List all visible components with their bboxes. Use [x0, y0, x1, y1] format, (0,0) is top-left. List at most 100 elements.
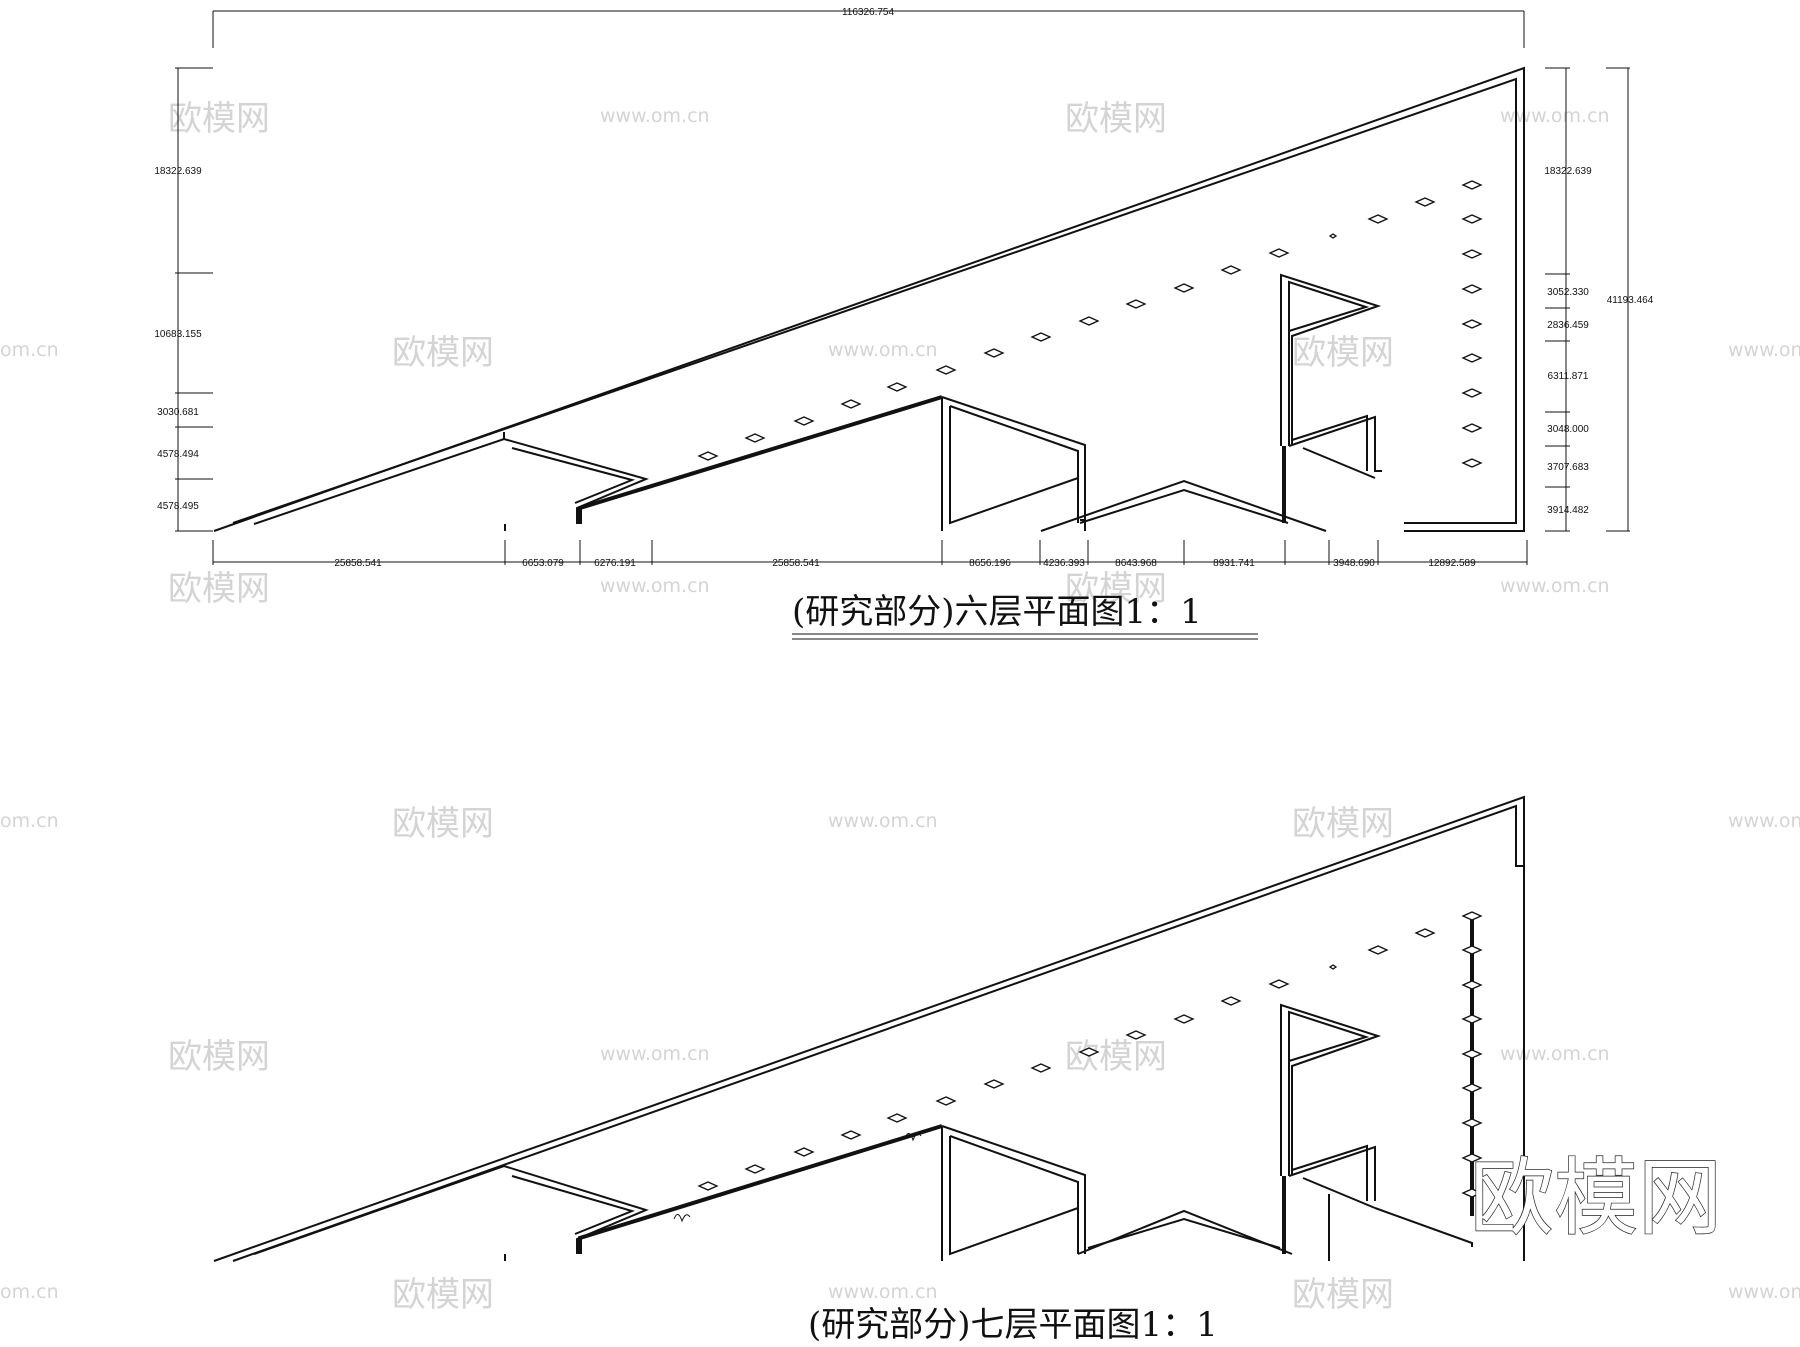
overall-width-label: 116326.754: [842, 7, 895, 18]
column-marker: [886, 382, 908, 392]
overall-width-dimension: 116326.754: [212, 7, 1525, 48]
column-marker: [1220, 996, 1242, 1006]
watermark-brand: 欧模网: [392, 804, 494, 844]
watermark-url: www.om.cn: [1728, 810, 1800, 832]
dimension-label: 8643.968: [1115, 558, 1157, 569]
column-marker: [1461, 1188, 1483, 1198]
watermark-brand: 欧模网: [168, 569, 270, 609]
column-marker: [1461, 458, 1483, 468]
corridor-heavy-wall: [578, 395, 943, 524]
column-marker: [935, 1096, 957, 1106]
column-marker: [1268, 979, 1290, 989]
dimension-label: 6311.871: [1548, 371, 1589, 382]
column-grid: [697, 180, 1483, 468]
room-lower-triangle: [1077, 1209, 1293, 1255]
column-marker: [1461, 945, 1483, 955]
dimension-label: 10683.155: [154, 329, 202, 340]
watermark-url: www.om.cn: [1728, 339, 1800, 361]
building-outline: [213, 66, 1525, 532]
building-outline: [213, 795, 1525, 1262]
door-swing: [904, 1133, 922, 1142]
dimension-label: 18322.639: [154, 166, 202, 177]
room-middle: [941, 396, 1086, 531]
column-marker: [1125, 1030, 1147, 1040]
watermark-brand: 欧模网: [168, 1037, 270, 1077]
watermark-brand: 欧模网: [1292, 804, 1394, 844]
column-marker: [1125, 299, 1147, 309]
dimension-label: 4578.495: [157, 501, 199, 512]
watermark-brand: 欧模网: [1292, 333, 1394, 373]
column-marker: [1367, 945, 1389, 955]
watermark-url: www.om.cn: [828, 1281, 938, 1303]
column-marker: [1328, 964, 1338, 970]
dimension-label: 3707.683: [1547, 462, 1589, 473]
watermark-brand: 欧模网: [1065, 99, 1167, 139]
column-marker: [744, 1164, 766, 1174]
column-marker: [1328, 233, 1338, 239]
dimension-label: 25858.541: [334, 558, 382, 569]
watermark-url: www.om.cn: [1500, 575, 1610, 597]
watermark-brand: 欧模网: [392, 1275, 494, 1315]
column-marker: [1414, 197, 1436, 207]
column-marker: [697, 1181, 719, 1191]
column-marker: [1461, 1014, 1483, 1024]
column-marker: [1078, 316, 1100, 326]
column-marker: [1173, 283, 1195, 293]
column-marker: [1461, 249, 1483, 259]
column-marker: [1268, 248, 1290, 258]
column-marker: [1461, 1153, 1483, 1163]
column-marker: [983, 348, 1005, 358]
dimension-label: 6276.191: [594, 558, 636, 569]
watermark-layer: 欧模网 www.om.cn 欧模网 www.om.cn om.cn 欧模网 ww…: [0, 99, 1800, 1315]
watermark-url: www.om.cn: [1500, 105, 1610, 127]
room-lower-triangle: [1040, 479, 1327, 532]
watermark-brand: 欧模网: [1065, 569, 1167, 609]
column-marker: [744, 433, 766, 443]
column-marker: [1030, 332, 1052, 342]
column-marker: [1461, 423, 1483, 433]
column-marker: [1461, 911, 1483, 921]
dimension-label: 4236.393: [1043, 558, 1085, 569]
dimension-label: 6653.079: [522, 558, 564, 569]
watermark-url: om.cn: [0, 1281, 59, 1303]
column-marker: [886, 1113, 908, 1123]
column-marker: [793, 1147, 815, 1157]
column-marker: [1078, 1047, 1100, 1057]
column-line-vertical: [1461, 911, 1483, 1216]
column-marker: [1414, 928, 1436, 938]
seventh-floor-plan: (研究部分)七层平面图1：1: [213, 795, 1525, 1345]
seventh-floor-title: (研究部分)七层平面图1：1: [808, 1305, 1218, 1345]
column-grid: [697, 928, 1436, 1191]
dimension-label: 3948.690: [1333, 558, 1375, 569]
column-marker: [1461, 214, 1483, 224]
column-marker: [1461, 284, 1483, 294]
dimension-label: 12892.589: [1428, 558, 1476, 569]
column-marker: [1173, 1014, 1195, 1024]
column-marker: [840, 399, 862, 409]
column-marker: [1461, 1049, 1483, 1059]
dimension-label: 3914.482: [1547, 505, 1589, 516]
watermark-url: www.om.cn: [600, 575, 710, 597]
watermark-url: www.om.cn: [600, 1043, 710, 1065]
column-marker: [1220, 265, 1242, 275]
bottom-dimensions: 25858.541 6653.079 6276.191 25858.541 86…: [212, 540, 1528, 569]
column-marker: [1030, 1063, 1052, 1073]
room-right-core: [1280, 273, 1382, 479]
column-marker: [1461, 1083, 1483, 1093]
dimension-label: 8931.741: [1213, 558, 1255, 569]
dimension-label: 2836.459: [1547, 320, 1589, 331]
watermark-brand: 欧模网: [168, 99, 270, 139]
column-marker: [697, 451, 719, 461]
dimension-label: 8656.196: [969, 558, 1011, 569]
dimension-label: 18322.639: [1544, 166, 1592, 177]
column-marker: [935, 365, 957, 375]
watermark-brand: 欧模网: [392, 333, 494, 373]
sixth-floor-title: (研究部分)六层平面图1：1: [792, 592, 1202, 632]
dimension-total-label: 41193.464: [1607, 295, 1654, 306]
dimension-label: 3048.000: [1547, 424, 1589, 435]
dimension-label: 4578.494: [157, 449, 199, 460]
watermark-url: www.om.cn: [1728, 1281, 1800, 1303]
column-marker: [840, 1130, 862, 1140]
dimension-label: 3052.330: [1547, 287, 1589, 298]
